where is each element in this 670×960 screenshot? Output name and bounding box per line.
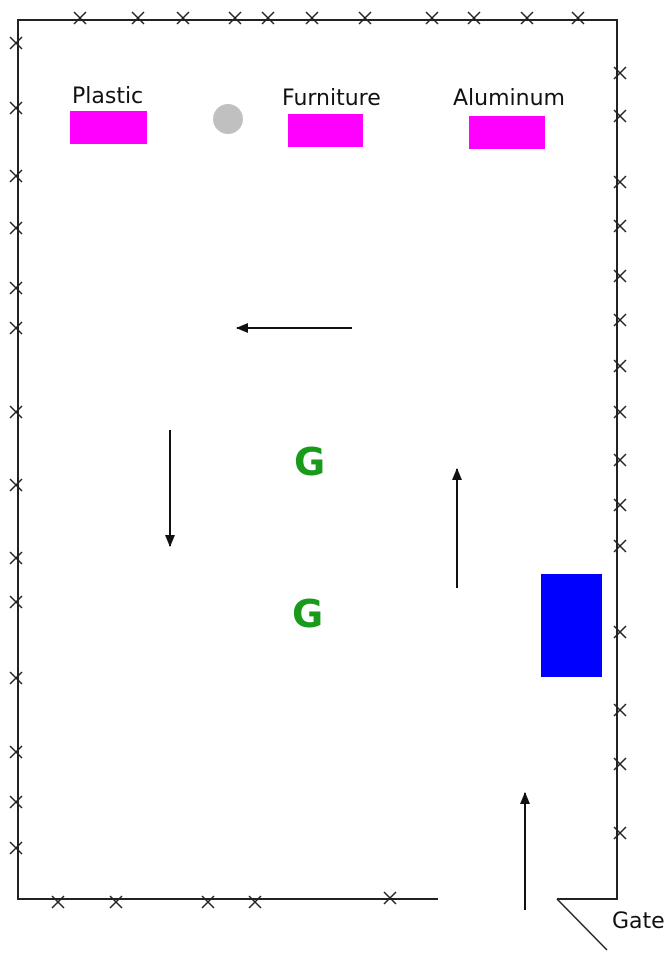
fence-post-mark (228, 11, 242, 25)
fence-post-mark (9, 551, 23, 565)
fence-post-mark (305, 11, 319, 25)
aluminum-label: Aluminum (453, 86, 565, 111)
fence-post-mark (467, 11, 481, 25)
fence-post-mark (261, 11, 275, 25)
fence-post-mark (425, 11, 439, 25)
fence-post-mark (9, 841, 23, 855)
fence-post-mark (9, 36, 23, 50)
fence-post-mark (613, 175, 627, 189)
fence-post-mark (613, 109, 627, 123)
furniture-bin (288, 114, 363, 147)
aluminum-bin (469, 116, 545, 149)
fence-post-mark (613, 359, 627, 373)
fence-post-mark (9, 671, 23, 685)
fence-post-mark (613, 66, 627, 80)
fence-post-mark (613, 313, 627, 327)
fence-post-mark (383, 891, 397, 905)
fence-post-mark (248, 895, 262, 909)
fence-post-mark (51, 895, 65, 909)
fence-post-mark (613, 826, 627, 840)
fence-post-mark (613, 757, 627, 771)
fence-post-mark (613, 219, 627, 233)
equipment-block (541, 574, 602, 677)
fence-post-mark (613, 703, 627, 717)
fence-post-mark (9, 281, 23, 295)
fence-outline (17, 19, 618, 900)
fence-marks (9, 11, 627, 909)
fence-post-mark (9, 595, 23, 609)
marker-g-lower: G (292, 592, 324, 636)
fence-post-mark (9, 169, 23, 183)
fence-post-mark (613, 625, 627, 639)
pole-circle (213, 104, 243, 134)
marker-g-upper: G (294, 440, 326, 484)
fence-post-mark (571, 11, 585, 25)
fence-post-mark (613, 269, 627, 283)
fence-post-mark (9, 745, 23, 759)
fence-post-mark (613, 539, 627, 553)
fence-post-mark (613, 405, 627, 419)
gate-swing-line (556, 898, 608, 951)
fence-post-mark (613, 453, 627, 467)
fence-post-mark (9, 478, 23, 492)
fence-post-mark (9, 795, 23, 809)
fence-post-mark (201, 895, 215, 909)
fence-post-mark (358, 11, 372, 25)
fence-post-mark (9, 101, 23, 115)
fence-post-mark (176, 11, 190, 25)
fence-post-mark (131, 11, 145, 25)
fence-post-mark (9, 221, 23, 235)
gate-label: Gate (612, 909, 665, 934)
fence-post-mark (9, 405, 23, 419)
fence-post-mark (109, 895, 123, 909)
fence-post-mark (73, 11, 87, 25)
fence-post-mark (520, 11, 534, 25)
plastic-label: Plastic (72, 84, 144, 109)
fence-post-mark (9, 321, 23, 335)
furniture-label: Furniture (282, 86, 381, 111)
plastic-bin (70, 111, 147, 144)
fence-post-mark (613, 498, 627, 512)
